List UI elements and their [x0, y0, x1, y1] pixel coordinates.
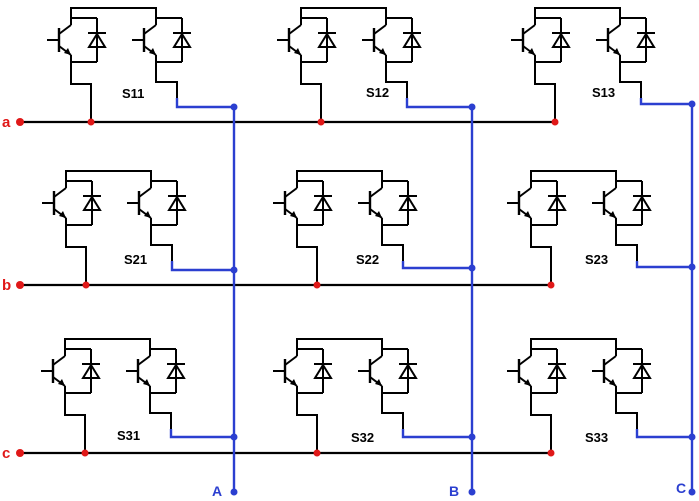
input-junction-dot [317, 118, 325, 126]
output-tap [169, 429, 234, 439]
switch-label: S32 [351, 430, 374, 445]
output-line-label-b: B [449, 483, 459, 499]
switch-label: S13 [592, 85, 615, 100]
output-junction-dot [468, 103, 476, 111]
input-junction-dot [87, 118, 95, 126]
switch-cell-S13 [511, 7, 656, 122]
switch-cell-S33 [507, 338, 652, 453]
output-terminal-dot [230, 488, 238, 496]
output-junction-dot [230, 103, 238, 111]
input-junction-dot [551, 118, 559, 126]
switch-label: S11 [122, 86, 144, 101]
switch-cell-S21 [42, 170, 187, 285]
output-junction-dot [688, 433, 696, 441]
switch-label: S21 [124, 252, 147, 267]
switch-label: S22 [356, 252, 379, 267]
output-junction-dot [688, 100, 696, 108]
input-junction-dot [82, 281, 90, 289]
output-terminal-dot [468, 488, 476, 496]
output-junction-dot [230, 433, 238, 441]
output-junction-dot [230, 266, 238, 274]
output-junction-dot [468, 264, 476, 272]
switch-cell-S11 [47, 7, 192, 122]
output-tap [405, 98, 472, 109]
switch-cell-S12 [277, 7, 422, 122]
switch-label: S23 [585, 252, 608, 267]
input-terminal-dot [16, 118, 24, 126]
output-tap [639, 98, 692, 106]
output-tap [175, 98, 234, 109]
output-terminal-dot [688, 488, 696, 496]
output-line-label-c: C [676, 480, 686, 496]
switch-label: S31 [117, 428, 140, 443]
input-line-label-c: c [2, 445, 10, 462]
switch-label: S33 [585, 430, 608, 445]
output-junction-dot [688, 263, 696, 271]
switch-label: S12 [366, 85, 389, 100]
input-junction-dot [81, 449, 89, 457]
output-tap [635, 261, 692, 269]
input-terminal-dot [16, 449, 24, 457]
output-tap [170, 261, 234, 272]
output-tap [635, 429, 692, 439]
output-line-label-a: A [212, 483, 222, 499]
switch-cell-S23 [507, 170, 652, 285]
input-junction-dot [547, 449, 555, 457]
switch-cell-S32 [273, 338, 418, 453]
switch-cell-S22 [273, 170, 418, 285]
output-tap [401, 261, 472, 270]
output-junction-dot [468, 433, 476, 441]
switch-cell-S31 [41, 338, 186, 453]
input-junction-dot [547, 281, 555, 289]
input-line-label-b: b [2, 277, 11, 294]
input-junction-dot [313, 449, 321, 457]
input-terminal-dot [16, 281, 24, 289]
input-line-label-a: a [2, 114, 11, 131]
output-tap [401, 429, 472, 439]
input-junction-dot [313, 281, 321, 289]
